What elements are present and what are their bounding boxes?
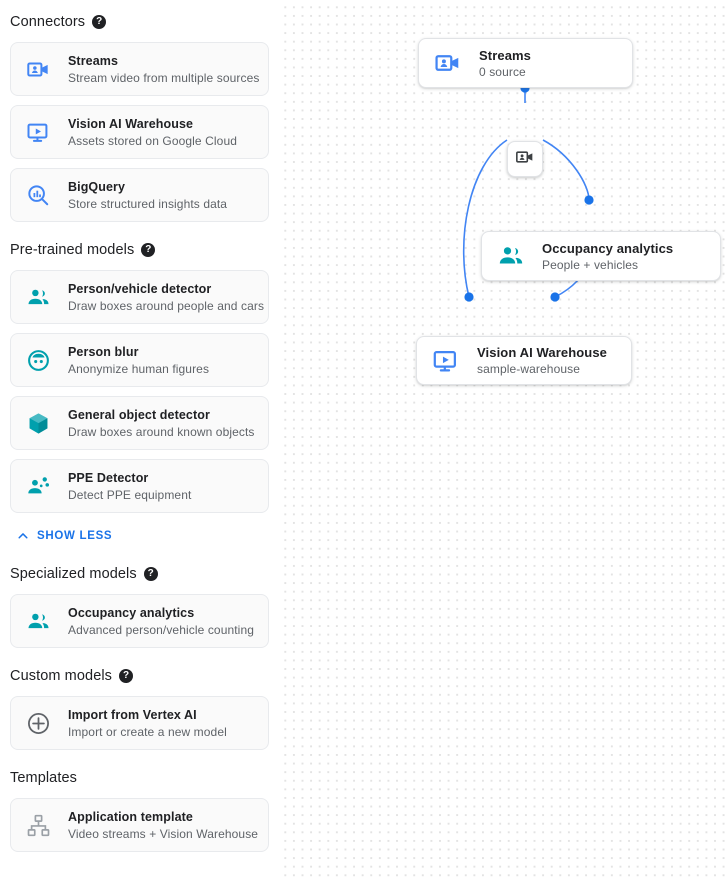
card-text: Occupancy analytics Advanced person/vehi…: [68, 605, 254, 638]
section-title: Specialized models: [10, 566, 137, 582]
card-subtitle: Assets stored on Google Cloud: [68, 133, 237, 148]
cube-icon: [25, 410, 51, 436]
palette-card[interactable]: BigQuery Store structured insights data: [10, 168, 269, 222]
card-title: Application template: [68, 809, 193, 824]
palette-card[interactable]: General object detector Draw boxes aroun…: [10, 396, 269, 450]
card-subtitle: Detect PPE equipment: [68, 487, 192, 502]
video-monitor-icon: [25, 119, 51, 145]
graph-edges: [462, 58, 594, 302]
palette-card[interactable]: PPE Detector Detect PPE equipment: [10, 459, 269, 513]
card-title: Import from Vertex AI: [68, 707, 197, 722]
port-warehouse-input-b[interactable]: [550, 292, 560, 302]
card-subtitle: Advanced person/vehicle counting: [68, 622, 254, 637]
section-header-custom-models: Custom models?: [10, 665, 269, 687]
show-less-button[interactable]: SHOW LESS: [10, 526, 269, 546]
card-subtitle: Stream video from multiple sources: [68, 70, 260, 85]
card-title: Person/vehicle detector: [68, 281, 212, 296]
card-subtitle: Draw boxes around known objects: [68, 424, 255, 439]
plus-circle-icon: [25, 710, 51, 736]
card-text: Application template Video streams + Vis…: [68, 809, 258, 842]
card-subtitle: Video streams + Vision Warehouse: [68, 826, 259, 841]
card-text: BigQuery Store structured insights data: [68, 179, 227, 212]
video-monitor-icon: [431, 346, 461, 376]
card-title: Vision AI Warehouse: [68, 116, 194, 131]
section-header-pre-trained-models: Pre-trained models?: [10, 239, 269, 261]
edge-chip-to-occupancy: [542, 139, 590, 201]
card-subtitle: Draw boxes around people and cars: [68, 298, 265, 313]
video-camera-icon: [25, 56, 51, 82]
node-subtitle: People + vehicles: [542, 257, 639, 272]
card-title: General object detector: [68, 407, 210, 422]
card-title: Person blur: [68, 344, 139, 359]
node-subtitle: 0 source: [479, 64, 526, 79]
canvas-chip-node-stream[interactable]: [507, 141, 543, 177]
section-title: Pre-trained models: [10, 242, 135, 258]
card-text: Import from Vertex AI Import or create a…: [68, 707, 227, 740]
card-title: PPE Detector: [68, 470, 149, 485]
face-blur-icon: [25, 347, 51, 373]
palette-card[interactable]: Occupancy analytics Advanced person/vehi…: [10, 594, 269, 648]
card-subtitle: Import or create a new model: [68, 724, 227, 739]
section-title: Connectors: [10, 14, 86, 30]
palette-card[interactable]: Person/vehicle detector Draw boxes aroun…: [10, 270, 269, 324]
card-title: Occupancy analytics: [68, 605, 195, 620]
component-palette-sidebar: Connectors? Streams Stream video from mu…: [0, 0, 279, 878]
show-less-label: SHOW LESS: [37, 530, 113, 542]
node-title: Streams: [479, 47, 532, 63]
help-icon[interactable]: ?: [143, 567, 158, 581]
card-text: PPE Detector Detect PPE equipment: [68, 470, 191, 503]
ppe-person-icon: [25, 473, 51, 499]
port-warehouse-input-a[interactable]: [464, 292, 474, 302]
section-title: Custom models: [10, 668, 113, 684]
graph-canvas[interactable]: Streams 0 source: [279, 0, 725, 878]
help-icon[interactable]: ?: [141, 243, 156, 257]
node-text: Vision AI Warehouse sample-warehouse: [477, 344, 607, 377]
palette-card[interactable]: Person blur Anonymize human figures: [10, 333, 269, 387]
palette-card[interactable]: Application template Video streams + Vis…: [10, 798, 269, 852]
help-icon[interactable]: ?: [92, 15, 107, 29]
card-text: General object detector Draw boxes aroun…: [68, 407, 255, 440]
bigquery-icon: [25, 182, 51, 208]
canvas-node-vision-ai-warehouse[interactable]: Vision AI Warehouse sample-warehouse: [416, 336, 632, 385]
video-camera-icon: [433, 48, 463, 78]
chevron-up-icon: [16, 529, 30, 543]
palette-card[interactable]: Streams Stream video from multiple sourc…: [10, 42, 269, 96]
edge-chip-to-warehouse: [462, 139, 508, 298]
card-text: Person/vehicle detector Draw boxes aroun…: [68, 281, 264, 314]
section-header-specialized-models: Specialized models?: [10, 563, 269, 585]
node-text: Streams 0 source: [479, 47, 531, 80]
card-text: Streams Stream video from multiple sourc…: [68, 53, 259, 86]
people-icon: [496, 241, 526, 271]
section-title: Templates: [10, 770, 77, 786]
card-subtitle: Store structured insights data: [68, 196, 228, 211]
palette-card[interactable]: Import from Vertex AI Import or create a…: [10, 696, 269, 750]
node-text: Occupancy analytics People + vehicles: [542, 240, 673, 273]
card-subtitle: Anonymize human figures: [68, 361, 210, 376]
help-icon[interactable]: ?: [119, 669, 134, 683]
card-title: Streams: [68, 53, 119, 68]
card-text: Person blur Anonymize human figures: [68, 344, 209, 377]
port-occupancy-input[interactable]: [584, 195, 594, 205]
people-icon: [25, 608, 51, 634]
node-title: Occupancy analytics: [542, 240, 674, 256]
card-text: Vision AI Warehouse Assets stored on Goo…: [68, 116, 237, 149]
canvas-node-streams[interactable]: Streams 0 source: [418, 38, 633, 88]
hierarchy-icon: [25, 812, 51, 838]
video-camera-icon: [515, 147, 535, 172]
section-header-templates: Templates: [10, 767, 269, 789]
palette-card[interactable]: Vision AI Warehouse Assets stored on Goo…: [10, 105, 269, 159]
section-header-connectors: Connectors?: [10, 11, 269, 33]
node-subtitle: sample-warehouse: [477, 362, 580, 376]
node-title: Vision AI Warehouse: [477, 345, 608, 360]
canvas-node-occupancy-analytics[interactable]: Occupancy analytics People + vehicles: [481, 231, 721, 281]
card-title: BigQuery: [68, 179, 126, 194]
people-icon: [25, 284, 51, 310]
